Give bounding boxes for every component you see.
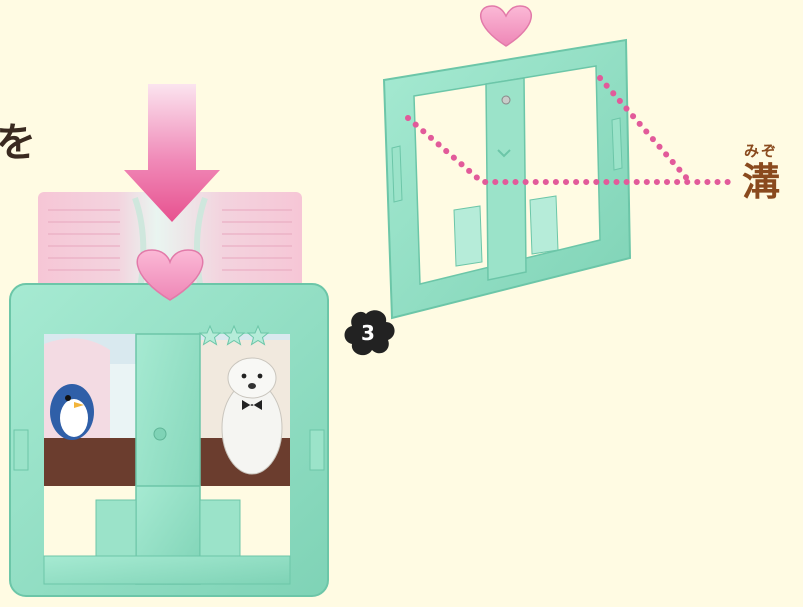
step-number-text: 3 xyxy=(361,321,375,345)
groove-label: みぞ 溝 xyxy=(726,140,796,203)
card-insert-assembly xyxy=(10,84,328,596)
groove-label-ruby: みぞ xyxy=(726,140,796,161)
dog-character xyxy=(222,358,282,474)
step-number-icon: 3 xyxy=(345,310,395,355)
groove-label-kanji: 溝 xyxy=(726,161,796,203)
stand-frame-back xyxy=(384,6,630,318)
penguin-character xyxy=(50,384,94,440)
heart-icon xyxy=(481,6,532,46)
